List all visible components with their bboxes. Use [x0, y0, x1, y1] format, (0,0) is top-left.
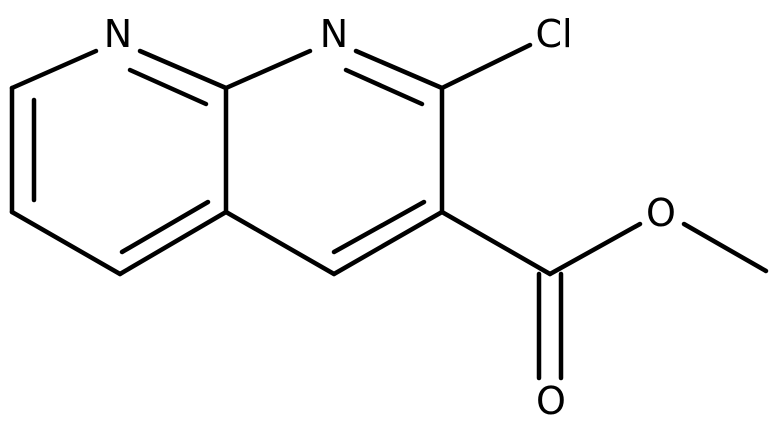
- bond-n1-c2: [9, 48, 99, 91]
- bond-c6-c5-inner: [331, 199, 427, 255]
- bond-c7-cl: [439, 42, 533, 91]
- bond-n1-c8a: [137, 48, 229, 91]
- bond-c3-c4: [9, 209, 123, 277]
- bond-c6-carbonyl-c: [439, 209, 553, 277]
- bond-n8-c7-inner: [343, 67, 425, 107]
- bond-c6-c5: [331, 209, 445, 277]
- bond-n1-c8a-inner: [127, 67, 209, 107]
- atom-label-n8: N: [320, 12, 348, 56]
- atom-label-n1: N: [104, 12, 132, 56]
- bond-c4-c4a: [117, 209, 229, 277]
- bond-c8a-n8: [223, 48, 313, 91]
- bond-o-ether-methyl: [681, 221, 769, 274]
- bond-c5-c4a: [223, 209, 337, 277]
- bond-n8-c7: [353, 48, 445, 91]
- bond-c4-c4a-inner: [119, 199, 211, 255]
- atom-label-o-ether: O: [646, 191, 676, 235]
- atom-label-o-carbonyl: O: [536, 379, 566, 423]
- bond-carbonyl-c-o-ether: [547, 221, 643, 277]
- atom-label-cl: Cl: [535, 12, 572, 56]
